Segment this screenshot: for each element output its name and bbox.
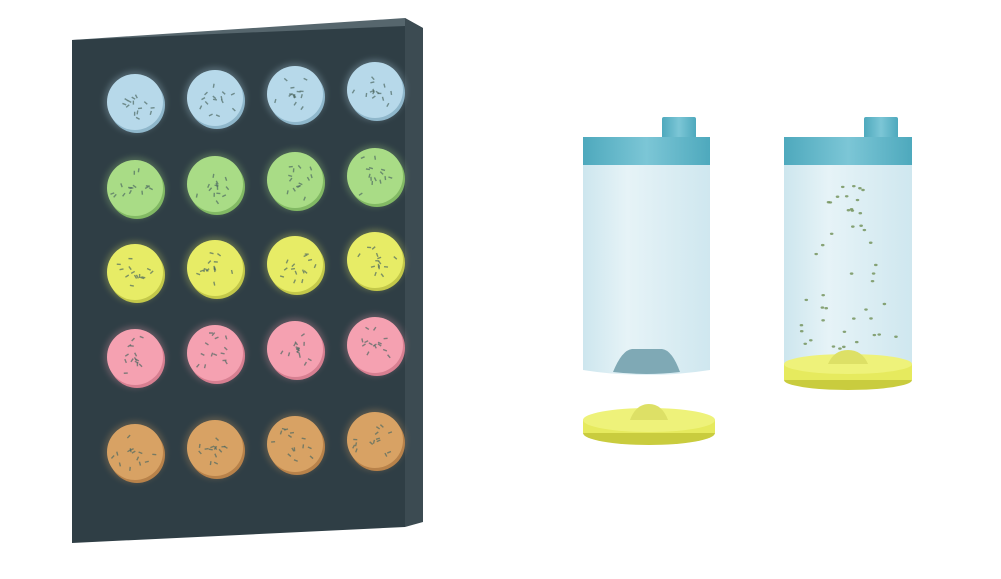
particle bbox=[814, 252, 818, 256]
sample-disc bbox=[344, 409, 406, 471]
particle bbox=[842, 345, 846, 349]
particle bbox=[877, 333, 882, 336]
particle bbox=[838, 347, 842, 350]
culture-plate-board bbox=[72, 18, 423, 543]
sample-disc bbox=[264, 413, 326, 475]
particle bbox=[821, 293, 825, 297]
particle bbox=[828, 201, 833, 204]
particle bbox=[868, 241, 873, 244]
jar-empty bbox=[583, 117, 715, 445]
particle bbox=[820, 243, 825, 247]
sample-disc bbox=[104, 421, 166, 483]
sample-disc bbox=[184, 322, 246, 384]
particle bbox=[858, 187, 862, 190]
particle bbox=[849, 272, 854, 275]
particle bbox=[861, 188, 865, 192]
particle bbox=[829, 232, 834, 235]
particle bbox=[870, 279, 875, 283]
board-side bbox=[405, 18, 423, 527]
jar-body bbox=[583, 165, 710, 375]
particle bbox=[835, 195, 840, 198]
jar-cap bbox=[784, 137, 912, 165]
jar-cap-nub bbox=[662, 117, 696, 141]
sample-disc bbox=[344, 145, 406, 207]
sample-disc bbox=[264, 63, 326, 125]
sample-disc bbox=[184, 67, 246, 129]
particle bbox=[869, 317, 873, 320]
jar-cap-nub bbox=[864, 117, 898, 141]
released-particles bbox=[799, 184, 898, 350]
removed-disc bbox=[583, 404, 715, 445]
particle bbox=[852, 317, 856, 320]
particle bbox=[872, 333, 877, 337]
sample-disc bbox=[184, 417, 246, 479]
particle bbox=[820, 306, 825, 309]
sample-disc bbox=[264, 149, 326, 211]
sample-disc bbox=[104, 241, 166, 303]
particle bbox=[803, 342, 808, 346]
particle bbox=[874, 263, 878, 267]
sample-disc bbox=[184, 153, 246, 215]
jar-body bbox=[784, 165, 912, 375]
sample-discs bbox=[104, 59, 406, 483]
particle bbox=[882, 302, 887, 306]
jar-with-disc bbox=[784, 117, 912, 390]
particle bbox=[851, 225, 855, 228]
jar-dome bbox=[613, 349, 680, 374]
particle bbox=[809, 339, 813, 342]
particle bbox=[842, 330, 847, 333]
sample-disc bbox=[104, 326, 166, 388]
particle bbox=[854, 340, 859, 344]
particle bbox=[821, 319, 825, 322]
particle bbox=[859, 224, 863, 227]
particle bbox=[850, 209, 855, 212]
sample-disc bbox=[264, 233, 326, 295]
particle bbox=[862, 228, 867, 232]
sample-disc bbox=[344, 229, 406, 291]
sample-disc bbox=[344, 59, 406, 121]
particle bbox=[824, 307, 829, 310]
sample-disc bbox=[344, 314, 406, 376]
particle bbox=[840, 185, 845, 189]
particle bbox=[799, 323, 804, 327]
sample-disc bbox=[104, 71, 166, 133]
jar-cap bbox=[583, 137, 710, 165]
sample-disc bbox=[264, 318, 326, 380]
particle bbox=[799, 330, 804, 333]
particle bbox=[844, 195, 849, 198]
particle bbox=[864, 308, 868, 311]
particle bbox=[846, 209, 851, 212]
particle bbox=[804, 298, 809, 302]
disc-in-jar bbox=[784, 350, 912, 390]
particle bbox=[871, 272, 876, 275]
particle bbox=[831, 345, 836, 348]
particle bbox=[852, 184, 856, 188]
particle bbox=[858, 211, 863, 215]
sample-disc bbox=[184, 237, 246, 299]
particle bbox=[855, 198, 860, 202]
particle bbox=[894, 335, 898, 338]
sample-disc bbox=[104, 157, 166, 219]
